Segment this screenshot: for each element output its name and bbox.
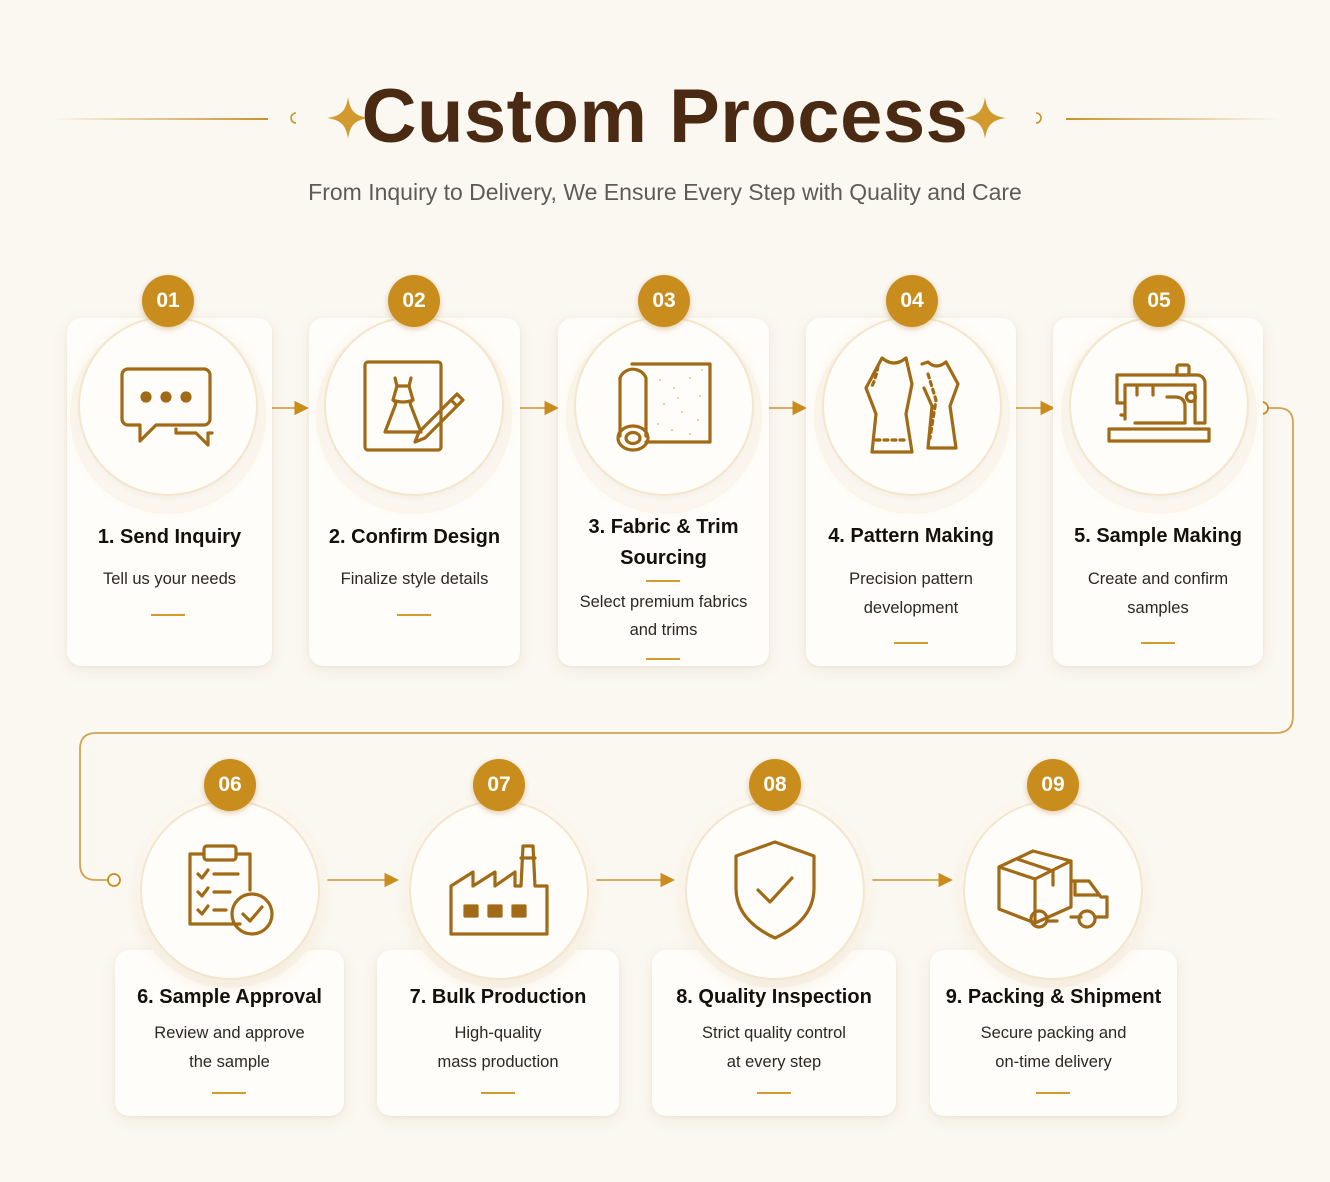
step-description-line-2: samples	[1127, 599, 1189, 617]
left-sparkle-icon	[327, 97, 369, 139]
step-title-line-1: 3. Fabric & Trim	[588, 516, 739, 538]
step-title: 7. Bulk Production	[409, 986, 587, 1008]
right-sparkle-icon	[964, 97, 1006, 139]
step-description-line-2: and trims	[629, 621, 698, 639]
step-title: 1. Send Inquiry	[97, 526, 242, 548]
step-description: Tell us your needs	[103, 570, 236, 588]
sewing-machine-icon	[1071, 318, 1247, 494]
factory-icon	[411, 802, 587, 978]
step-description-line-1: Create and confirm	[1087, 570, 1229, 588]
step-title: 4. Pattern Making	[828, 525, 994, 547]
step-description-line-2: the sample	[189, 1053, 270, 1071]
step-title-underline	[646, 580, 680, 582]
step-title: 2. Confirm Design	[328, 526, 501, 548]
step-title: 5. Sample Making	[1074, 525, 1242, 547]
step-number-badge: 02	[388, 275, 440, 327]
header: Custom Process From Inquiry to Delivery,…	[0, 0, 1330, 230]
step-description-line-1: Review and approve	[154, 1024, 305, 1042]
step-title: 8. Quality Inspection	[676, 986, 872, 1008]
step-description-line-2: at every step	[726, 1053, 822, 1071]
shield-check-icon	[687, 802, 863, 978]
step-divider	[646, 658, 680, 660]
step-divider	[757, 1092, 791, 1094]
step-title-line-2: Sourcing	[620, 547, 707, 569]
dress-sketch-pencil-icon	[326, 318, 502, 494]
step-title: 9. Packing & Shipment	[945, 986, 1162, 1008]
step-divider	[1141, 642, 1175, 644]
right-crescent-icon	[1035, 112, 1042, 124]
step-description-line-2: on-time delivery	[995, 1053, 1112, 1071]
fabric-roll-icon	[576, 318, 752, 494]
garment-pattern-icon	[824, 318, 1000, 494]
right-decorative-line	[1066, 118, 1280, 120]
page-title: Custom Process	[361, 74, 969, 159]
step-description-line-1: Precision pattern	[849, 570, 973, 588]
step-number-badge: 01	[142, 275, 194, 327]
step-description-line-1: Strict quality control	[702, 1024, 846, 1042]
page-subtitle: From Inquiry to Delivery, We Ensure Ever…	[308, 179, 1022, 205]
step-divider	[151, 614, 185, 616]
step-description-line-2: development	[863, 599, 959, 617]
step-description-line-2: mass production	[437, 1053, 559, 1071]
step-number-badge: 09	[1027, 759, 1079, 811]
step-description-line-1: Secure packing and	[980, 1024, 1127, 1042]
step-divider	[894, 642, 928, 644]
left-crescent-icon	[290, 112, 297, 124]
delivery-truck-box-icon	[965, 802, 1141, 978]
step-description-line-1: High-quality	[454, 1024, 542, 1042]
connector-end-dot	[107, 873, 121, 887]
step-number-badge: 05	[1133, 275, 1185, 327]
step-divider	[212, 1092, 246, 1094]
step-number-badge: 07	[473, 759, 525, 811]
step-number-badge: 08	[749, 759, 801, 811]
chat-bubbles-icon	[80, 318, 256, 494]
left-decorative-line	[50, 118, 268, 120]
clipboard-check-icon	[142, 802, 318, 978]
step-number-badge: 04	[886, 275, 938, 327]
step-description: Finalize style details	[340, 570, 489, 588]
step-number-badge: 03	[638, 275, 690, 327]
step-description-line-1: Select premium fabrics	[579, 593, 748, 611]
step-number-badge: 06	[204, 759, 256, 811]
step-title: 6. Sample Approval	[137, 986, 322, 1008]
step-divider	[1036, 1092, 1070, 1094]
step-divider	[481, 1092, 515, 1094]
step-divider	[397, 614, 431, 616]
